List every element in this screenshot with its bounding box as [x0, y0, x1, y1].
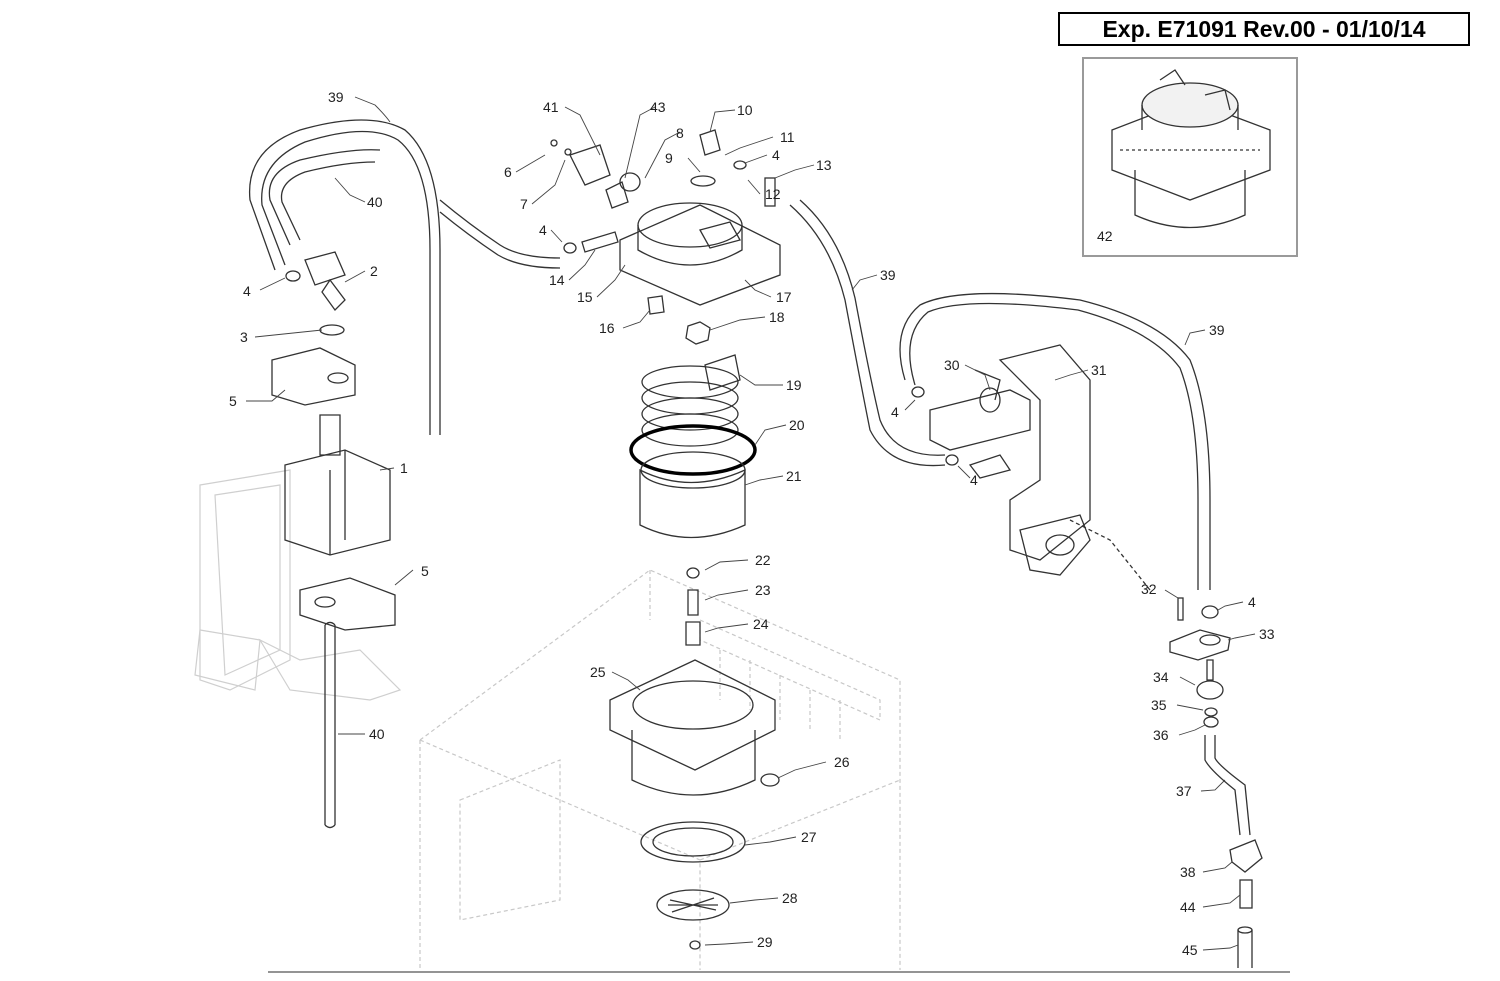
- callout-26: 26: [834, 754, 850, 770]
- callout-4: 4: [970, 472, 978, 488]
- callout-4: 4: [1248, 594, 1256, 610]
- callout-4: 4: [891, 404, 899, 420]
- callout-4: 4: [772, 147, 780, 163]
- tube-39-middle: [789, 204, 946, 467]
- callout-22: 22: [755, 552, 771, 568]
- callout-40: 40: [369, 726, 385, 742]
- callout-14: 14: [549, 272, 565, 288]
- brew-base-assembly: [609, 567, 780, 950]
- callout-16: 16: [599, 320, 615, 336]
- boiler-assembly-inset: [1082, 57, 1298, 257]
- callout-33: 33: [1259, 626, 1275, 642]
- callout-35: 35: [1151, 697, 1167, 713]
- tube-39-right: [899, 292, 1211, 590]
- callout-4: 4: [539, 222, 547, 238]
- callout-39: 39: [880, 267, 896, 283]
- tube-40-lower: [324, 625, 336, 825]
- callout-30: 30: [944, 357, 960, 373]
- callout-23: 23: [755, 582, 771, 598]
- callout-3: 3: [240, 329, 248, 345]
- callout-2: 2: [370, 263, 378, 279]
- callout-17: 17: [776, 289, 792, 305]
- callout-15: 15: [577, 289, 593, 305]
- callout-24: 24: [753, 616, 769, 632]
- inset-callout-42: 42: [1097, 228, 1113, 244]
- callout-6: 6: [504, 164, 512, 180]
- callout-43: 43: [650, 99, 666, 115]
- callout-21: 21: [786, 468, 802, 484]
- steam-wand-assembly: [1069, 519, 1263, 968]
- callout-25: 25: [590, 664, 606, 680]
- callout-45: 45: [1182, 942, 1198, 958]
- callout-44: 44: [1180, 899, 1196, 915]
- callout-labels: 39 40 4 2 3 5 1 5 40 41 43 10 8 11 6 9 4…: [229, 89, 1275, 958]
- tube-40-upper: [268, 149, 381, 246]
- heating-element-assembly: [629, 354, 757, 539]
- callout-39: 39: [1209, 322, 1225, 338]
- callout-31: 31: [1091, 362, 1107, 378]
- callout-19: 19: [786, 377, 802, 393]
- callout-5: 5: [421, 563, 429, 579]
- callout-10: 10: [737, 102, 753, 118]
- machine-body-ghost: [194, 469, 901, 970]
- callout-9: 9: [665, 150, 673, 166]
- drawing-reference-text: Exp. E71091 Rev.00 - 01/10/14: [1102, 15, 1426, 42]
- callout-7: 7: [520, 196, 528, 212]
- callout-20: 20: [789, 417, 805, 433]
- callout-41: 41: [543, 99, 559, 115]
- drawing-reference-box: Exp. E71091 Rev.00 - 01/10/14: [1058, 12, 1470, 46]
- callout-5: 5: [229, 393, 237, 409]
- callout-13: 13: [816, 157, 832, 173]
- boiler-top-assembly: [550, 129, 781, 345]
- callout-12: 12: [765, 186, 781, 202]
- callout-11: 11: [780, 129, 795, 145]
- callout-leaders: [246, 96, 1256, 951]
- callout-18: 18: [769, 309, 785, 325]
- callout-27: 27: [801, 829, 817, 845]
- callout-37: 37: [1176, 783, 1192, 799]
- callout-29: 29: [757, 934, 773, 950]
- callout-36: 36: [1153, 727, 1169, 743]
- pump-assembly: [271, 251, 396, 631]
- callout-40: 40: [367, 194, 383, 210]
- callout-1: 1: [400, 460, 408, 476]
- callout-28: 28: [782, 890, 798, 906]
- tubing: [248, 119, 1211, 829]
- callout-32: 32: [1141, 581, 1157, 597]
- callout-4: 4: [243, 283, 251, 299]
- callout-8: 8: [676, 125, 684, 141]
- steam-valve-assembly: [911, 344, 1091, 576]
- callout-38: 38: [1180, 864, 1196, 880]
- callout-39: 39: [328, 89, 344, 105]
- tube-39-left: [248, 119, 441, 435]
- callout-34: 34: [1153, 669, 1169, 685]
